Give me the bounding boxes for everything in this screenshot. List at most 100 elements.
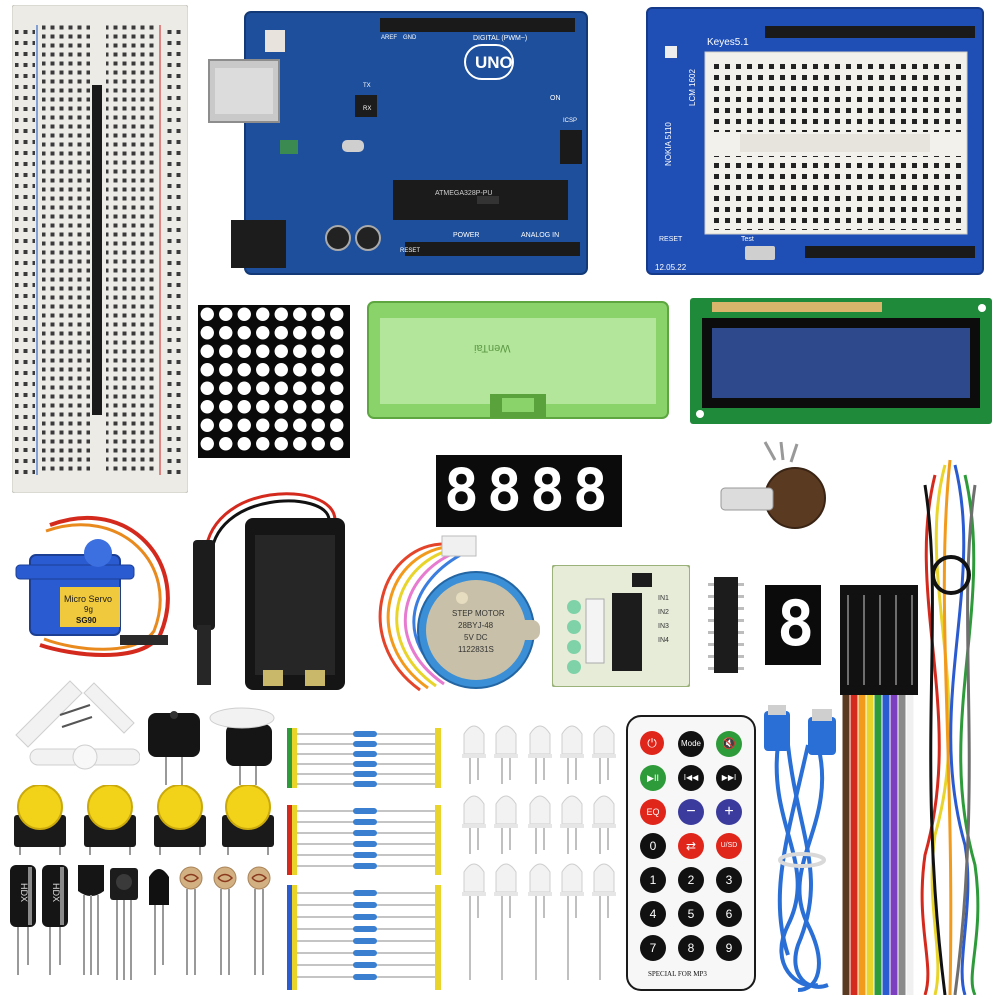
lcd-1602-module: [690, 298, 992, 424]
remote-digit-6-button[interactable]: 6: [716, 901, 742, 927]
remote-digit-1-button[interactable]: 1: [640, 867, 666, 893]
resistor-strip-red-graphic: [287, 805, 441, 875]
arduino-tx-label: TX: [363, 83, 371, 89]
push-button-3-graphic: [154, 785, 206, 855]
remote-digit-7-button[interactable]: 7: [640, 935, 666, 961]
photoresistor-3: [246, 865, 272, 975]
green-component-box-graphic: [367, 301, 669, 419]
ir-receiver: [108, 868, 140, 980]
remote-digit-8-label: 8: [687, 941, 695, 955]
capacitor-2-label: HDX: [51, 883, 61, 903]
servo-horns-graphic: [15, 680, 140, 770]
four-digit-seven-segment-display: 8888: [436, 455, 622, 527]
driver-in1-label: IN1: [658, 595, 669, 602]
arduino-gnd-label: GND: [403, 35, 417, 41]
remote-digit-3-button[interactable]: 3: [716, 867, 742, 893]
remote-repeat-button[interactable]: ⇄: [678, 833, 704, 859]
remote-mute-button[interactable]: 🔇: [716, 731, 742, 757]
remote-digit-1-label: 1: [649, 873, 657, 887]
shield-nokia-label: NOKIA 5110: [664, 122, 673, 166]
passive-buzzer: [206, 700, 278, 785]
shield-brand-label: Keyes5.1: [707, 37, 749, 48]
battery-holder-9v: [185, 480, 355, 695]
remote-volume-down-button[interactable]: −: [678, 799, 704, 825]
stepper-label-line4: 1122831S: [458, 645, 494, 654]
power-icon: ⏻: [647, 736, 657, 750]
led-dot-matrix: [198, 305, 350, 458]
shield-test-label: Test: [741, 236, 754, 243]
green-component-box: WenTai: [366, 298, 670, 422]
remote-digit-3-label: 3: [725, 873, 733, 887]
servo-label-line1: Micro Servo: [64, 594, 113, 604]
arduino-uno-board: UNO DIGITAL (PWM~) AREF GND TX RX ON ICS…: [205, 10, 590, 278]
remote-usd-label: U/SD: [720, 842, 738, 849]
play-pause-icon: ▶II: [647, 773, 659, 783]
driver-board-graphic: [552, 565, 690, 687]
servo-label-line2: 9g: [84, 605, 93, 614]
photoresistor-2: [212, 865, 238, 975]
prototype-shield-graphic: [646, 7, 984, 275]
repeat-icon: ⇄: [685, 839, 697, 853]
arduino-uno-logo: UNO: [475, 53, 513, 72]
arduino-reset-label: RESET: [400, 248, 421, 254]
capacitor-2: HDX: [42, 865, 68, 975]
remote-digit-8-button[interactable]: 8: [678, 935, 704, 961]
led-assortment-graphic: [461, 725, 617, 980]
photoresistor-2-graphic: [213, 866, 237, 975]
remote-eq-label: EQ: [646, 807, 660, 817]
micro-servo-sg90: Micro Servo 9g SG90: [10, 505, 180, 670]
uln2003-driver-board: IN1 IN2 IN3 IN4: [552, 565, 690, 687]
remote-digit-5-button[interactable]: 5: [678, 901, 704, 927]
driver-in4-label: IN4: [658, 637, 669, 644]
active-buzzer-graphic: [148, 711, 200, 785]
shield-reset-label: RESET: [659, 236, 683, 243]
prototype-shield: Keyes5.1 LCM 1602 NOKIA 5110 RESET Test …: [645, 6, 985, 276]
remote-digit-2-button[interactable]: 2: [678, 867, 704, 893]
resistor-strip-blue: [285, 885, 445, 990]
remote-zero-label: 0: [649, 839, 657, 853]
ir-led-graphic: [149, 869, 169, 975]
remote-play-pause-button[interactable]: ▶II: [640, 765, 666, 791]
driver-in3-label: IN3: [658, 623, 669, 630]
servo-horns-and-screws: [10, 675, 140, 785]
remote-eq-button[interactable]: EQ: [640, 799, 666, 825]
four-digit-display-digits: 8888: [444, 456, 616, 524]
capacitor-2-graphic: [42, 865, 68, 975]
remote-digit-4-label: 4: [649, 907, 657, 921]
remote-digit-6-label: 6: [725, 907, 733, 921]
capacitor-1-graphic: [10, 865, 36, 975]
stepper-label-line1: STEP MOTOR: [452, 609, 505, 618]
dupont-ribbon-cable: [838, 585, 920, 995]
remote-digit-9-label: 9: [725, 941, 733, 955]
remote-digit-5-label: 5: [687, 907, 695, 921]
plus-icon: +: [724, 803, 734, 820]
shield-date-label: 12.05.22: [655, 263, 687, 272]
remote-digit-4-button[interactable]: 4: [640, 901, 666, 927]
remote-zero-button[interactable]: 0: [640, 833, 666, 859]
dupont-ribbon-graphic: [840, 585, 918, 995]
arduino-analog-label: ANALOG IN: [521, 232, 560, 239]
remote-previous-button[interactable]: I◀◀: [678, 765, 704, 791]
remote-mode-button[interactable]: Mode: [678, 731, 704, 757]
capacitor-1-label: HDX: [19, 883, 29, 903]
arduino-rx-label: RX: [363, 106, 372, 112]
usb-cable: [758, 705, 850, 995]
arduino-on-label: ON: [550, 95, 561, 102]
remote-next-button[interactable]: ▶▶I: [716, 765, 742, 791]
remote-volume-up-button[interactable]: +: [716, 799, 742, 825]
breadboard-large-graphic: [12, 5, 188, 493]
push-button-1: [10, 785, 70, 855]
photoresistor-3-graphic: [247, 866, 271, 975]
push-button-1-graphic: [14, 785, 66, 855]
lcd-1602-graphic: [690, 298, 992, 424]
minus-icon: −: [686, 803, 696, 820]
remote-digit-9-button[interactable]: 9: [716, 935, 742, 961]
next-icon: ▶▶I: [721, 773, 737, 782]
ir-receiver-graphic: [110, 868, 138, 980]
push-button-3: [150, 785, 210, 855]
single-display-digit: 8: [777, 587, 815, 660]
remote-power-button[interactable]: ⏻: [640, 731, 664, 755]
remote-usd-button[interactable]: U/SD: [716, 833, 742, 859]
remote-footer-label: SPECIAL FOR MP3: [648, 970, 707, 978]
jumper-wires-bundle: [905, 455, 997, 995]
